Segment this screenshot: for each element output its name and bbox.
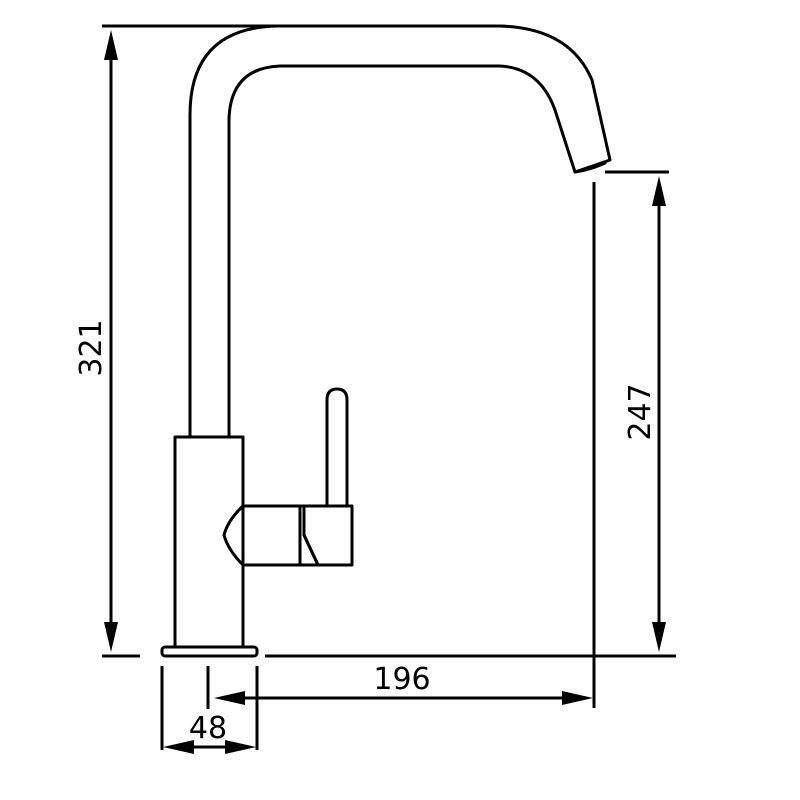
arrow-down-icon bbox=[104, 622, 118, 652]
lever-joint bbox=[222, 504, 302, 567]
spout-outer-edge bbox=[188, 24, 612, 439]
arrow-right-icon bbox=[225, 740, 256, 754]
overall-height-label: 321 bbox=[74, 319, 109, 376]
spout-reach-label: 196 bbox=[373, 662, 430, 697]
arrow-down-icon bbox=[652, 622, 666, 652]
arrow-left-icon bbox=[163, 740, 194, 754]
tap-outline bbox=[160, 24, 612, 658]
lever-block bbox=[302, 504, 354, 567]
lever-handle bbox=[325, 387, 349, 508]
arrow-up-icon bbox=[104, 30, 118, 60]
arrow-left-icon bbox=[214, 691, 245, 705]
spout-tip bbox=[573, 161, 607, 174]
base-width-dimension: 48 bbox=[160, 666, 259, 754]
arrow-up-icon bbox=[652, 176, 666, 206]
spout-height-dimension: 247 bbox=[592, 170, 669, 708]
lever-gap bbox=[298, 504, 320, 567]
base-width-label: 48 bbox=[189, 711, 227, 746]
base-plate bbox=[160, 645, 259, 658]
overall-height-dimension: 321 bbox=[74, 24, 500, 658]
tap-body bbox=[173, 435, 245, 649]
spout-reach-dimension: 196 bbox=[206, 662, 593, 709]
spout-height-label: 247 bbox=[623, 383, 658, 440]
arrow-right-icon bbox=[562, 691, 593, 705]
